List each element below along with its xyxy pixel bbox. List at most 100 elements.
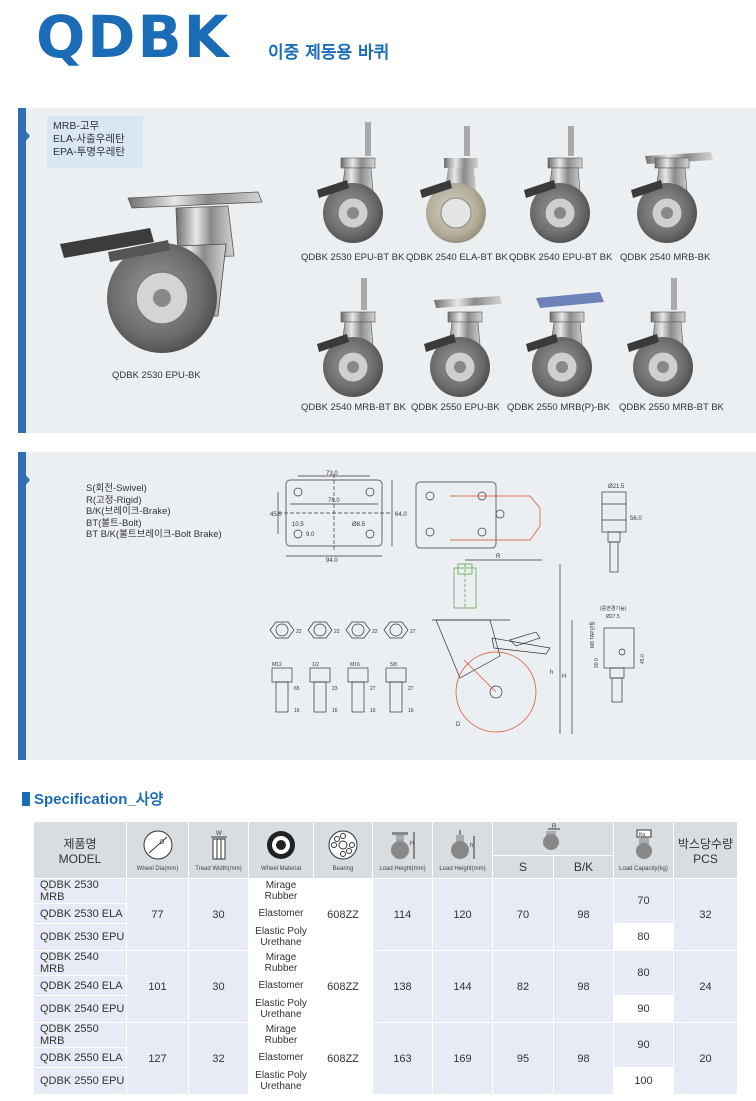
material-cell: Elastic Poly Urethane (248, 923, 314, 951)
model-cell: QDBK 2530 EPU (33, 923, 127, 951)
dim-label: M8 TAP관통 (589, 621, 596, 648)
header-load-height-2: Load Height(mm) (439, 865, 486, 872)
dim-letter: R (496, 554, 501, 560)
product-caption: QDBK 2540 MRB-BT BK (301, 402, 406, 413)
legend-item: B/K(브레이크-Brake) (86, 506, 171, 517)
product-caption: QDBK 2550 EPU-BK (411, 402, 500, 413)
dia-cell: 127 (126, 1022, 189, 1095)
dim-label: Ø21.5 (608, 484, 625, 490)
capacity-cell: 80 (613, 923, 674, 951)
model-cell: QDBK 2540 MRB (33, 950, 127, 976)
model-cell: QDBK 2540 ELA (33, 975, 127, 996)
product-caption: QDBK 2550 MRB-BT BK (619, 402, 724, 413)
dim-label: 73.0 (326, 471, 338, 477)
load-height-icon: H (390, 831, 414, 859)
panel-accent-bar (18, 108, 26, 433)
swivel-cell: 95 (492, 1022, 554, 1095)
caster-image (630, 152, 713, 244)
model-cell: QDBK 2550 EPU (33, 1067, 127, 1095)
box-cell: 32 (673, 878, 738, 951)
spec-title-text: Specification_사양 (34, 791, 164, 808)
nut-drawing-2: 22 1/2 23 16 (307, 621, 340, 714)
col-bearing: Bearing (313, 821, 373, 879)
table-row: QDBK 2540 EPU Elastic Poly Urethane 90 (33, 995, 738, 1023)
dim-letter: H (562, 674, 566, 680)
nut-dim: 27 (370, 686, 376, 692)
nut-dim: 16 (294, 708, 300, 714)
title-marker (22, 792, 30, 806)
brake-cell: 98 (553, 950, 614, 1023)
col-bk: B/K (553, 855, 614, 879)
header-box: 박스당수량 (677, 836, 734, 851)
load-height-cell: 144 (432, 950, 493, 1023)
dim-label: 76.0 (328, 498, 340, 504)
h2-letter: h (470, 843, 473, 849)
col-s: S (492, 855, 554, 879)
nut-hex: 22 (372, 629, 378, 635)
nut-thread: 1/2 (312, 662, 319, 668)
main-caster-image (60, 191, 263, 353)
table-row: QDBK 2550 MRB 127 32 Mirage Rubber 608ZZ… (33, 1022, 738, 1095)
spec-header-row: 제품명 MODEL D Wheel Dia(mm) W Tread Width(… (33, 820, 738, 879)
material-cell: Mirage Rubber (248, 1022, 314, 1048)
box-cell: 20 (673, 1022, 738, 1095)
table-row: QDBK 2530 EPU Elastic Poly Urethane 80 (33, 923, 738, 951)
panel-notch (18, 122, 30, 150)
material-legend: MRB-고무 ELA-사출우레탄 EPA-투명우레탄 (47, 116, 143, 168)
nut-dim: 16 (370, 708, 376, 714)
material-cell: Mirage Rubber (248, 950, 314, 976)
r-letter: R (552, 824, 557, 830)
caster-image (420, 126, 486, 243)
model-cell: QDBK 2550 MRB (33, 1022, 127, 1048)
spec-section-title: Specification_사양 (22, 788, 163, 809)
product-caption: QDBK 2540 EPU-BT BK (509, 252, 613, 263)
load-height-cell: 120 (432, 878, 493, 951)
technical-drawing: 73.0 76.0 94.0 64.0 45.0 10.5 9.0 Ø8.5 Ø… (269, 471, 646, 734)
nut-dim: 16 (408, 708, 414, 714)
header-box-en: PCS (693, 851, 718, 866)
header-bearing: Bearing (332, 865, 354, 872)
product-caption: QDBK 2550 MRB(P)-BK (507, 402, 610, 413)
panel-accent-bar (18, 452, 26, 760)
col-wheel-dia: D Wheel Dia(mm) (126, 821, 189, 879)
swivel-cell: 70 (492, 878, 554, 951)
col-swivel-radius: R (492, 820, 614, 857)
bearing-cell: 608ZZ (313, 950, 373, 1023)
dia-cell: 77 (126, 878, 189, 951)
swivel-cell: 82 (492, 950, 554, 1023)
legend-item: S(회전-Swivel) (86, 483, 147, 494)
capacity-cell: 90 (613, 1022, 674, 1068)
nut-thread: 5/8 (390, 662, 397, 668)
product-caption-main: QDBK 2530 EPU-BK (112, 370, 201, 381)
wheel-dia-icon: D (143, 830, 172, 859)
material-item: ELA-사출우레탄 (53, 133, 125, 145)
dim-label: 45.0 (270, 512, 282, 518)
material-item: EPA-투명우레탄 (53, 146, 126, 158)
caster-image (316, 278, 384, 398)
wheel-material-icon (267, 830, 295, 859)
dim-label: 94.0 (326, 558, 338, 564)
nut-hex: 22 (334, 629, 340, 635)
table-row: QDBK 2550 ELA Elastomer (33, 1047, 738, 1068)
header-load-height-1: Load Height(mm) (379, 865, 426, 872)
nut-dim: 65 (294, 686, 300, 692)
nut-thread: M12 (272, 662, 282, 668)
panel-notch (18, 466, 30, 494)
caster-assembly: R H h D (432, 554, 573, 734)
plate-top-view: 73.0 76.0 94.0 64.0 45.0 10.5 9.0 Ø8.5 (270, 471, 407, 564)
product-caption: QDBK 2530 EPU-BT BK (301, 252, 405, 263)
model-cell: QDBK 2540 EPU (33, 995, 127, 1023)
kg-text: Kg (639, 832, 645, 838)
material-cell: Elastomer (248, 1047, 314, 1068)
nut-hex: 27 (410, 629, 416, 635)
dim-label: Ø27.5 (606, 614, 620, 620)
load-height-cell: 169 (432, 1022, 493, 1095)
spec-subheader-row: S B/K (34, 855, 738, 879)
material-cell: Elastic Poly Urethane (248, 1067, 314, 1095)
drawing-panel (18, 452, 756, 760)
nut-thread: M16 (350, 662, 360, 668)
header-material: Wheel Material (260, 865, 301, 872)
product-caption: QDBK 2540 ELA-BT BK (406, 252, 508, 263)
legend-item: R(고정-Rigid) (86, 494, 142, 506)
table-row: QDBK 2530 ELA Elastomer (33, 903, 738, 924)
